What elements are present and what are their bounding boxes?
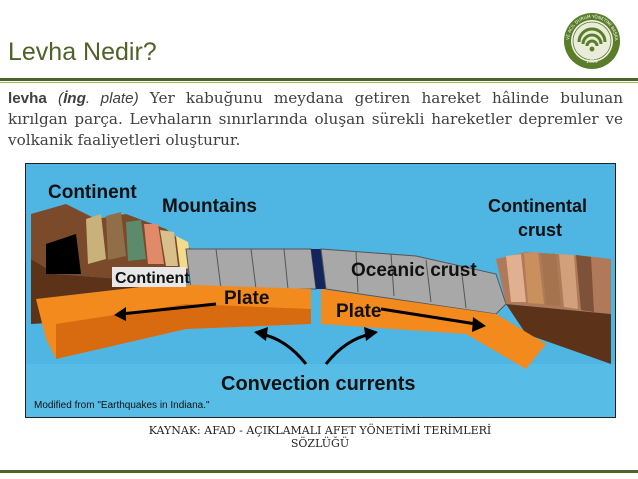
layer-7 (506, 254, 526, 302)
right-arrow-head (472, 317, 486, 332)
right-plate (321, 289, 546, 369)
crust-seam-1 (215, 248, 222, 290)
right-continent-side (506, 304, 611, 364)
convection-head-right (364, 327, 378, 341)
label-continent-top: Continent (48, 182, 137, 203)
logo-year: 2009 (586, 59, 598, 65)
layer-8 (524, 252, 544, 304)
label-crust: crust (518, 220, 562, 240)
oceanic-crust-left (185, 248, 317, 290)
left-arrow-head (114, 307, 126, 321)
layer-10 (559, 254, 578, 309)
label-convection: Convection currents (221, 373, 415, 395)
header-rule-thin (0, 82, 638, 83)
label-continent-inner: Continent (115, 270, 190, 287)
left-plate-arrow (120, 302, 217, 316)
continent-inner-label-bg (112, 267, 186, 287)
layer-4 (144, 224, 164, 264)
plate-tectonics-diagram: Continent Mountains Continental crust Co… (25, 163, 616, 418)
deep-rock (46, 234, 81, 274)
diagram-svg: Continent Mountains Continental crust Co… (26, 164, 615, 417)
term-origin: (İng. plate) (58, 90, 139, 107)
definition-paragraph: levha (İng. plate) Yer kabuğunu meydana … (8, 88, 623, 151)
label-oceanic-crust: Oceanic crust (351, 260, 477, 281)
origin-language: İng (63, 90, 86, 107)
crust-seam-2 (250, 248, 257, 290)
layer-5 (160, 230, 178, 266)
origin-open: ( (58, 90, 64, 107)
layer-11 (576, 255, 594, 312)
lower-water (26, 364, 615, 417)
convection-head-left (254, 327, 268, 341)
label-mountains: Mountains (162, 196, 257, 217)
footer-rule (0, 470, 638, 473)
header-rule (0, 78, 638, 81)
definition-text: Yer kabuğunu meydana getiren hareket hâl… (8, 89, 623, 149)
layer-3 (126, 220, 146, 261)
crust-seam-7 (460, 265, 467, 309)
source-caption: KAYNAK: AFAD - AÇIKLAMALI AFET YÖNETİMİ … (148, 424, 492, 450)
crust-seam-3 (283, 248, 289, 290)
label-plate-right: Plate (336, 301, 381, 322)
label-credit: Modified from "Earthquakes in Indiana." (34, 400, 210, 411)
crust-seam-4 (355, 251, 359, 293)
origin-word: . plate) (85, 90, 139, 107)
layer-1 (86, 214, 106, 264)
term-word: levha (8, 90, 47, 107)
slide-title: Levha Nedir? (8, 38, 157, 66)
layer-9 (541, 253, 561, 306)
right-plate-arrow (380, 307, 477, 326)
label-plate-left: Plate (224, 288, 269, 309)
crust-seam-6 (425, 259, 432, 303)
label-continental: Continental (488, 196, 587, 216)
layer-2 (106, 212, 126, 260)
afad-logo: AFET VE ACİL DURUM YÖNETİMİ BAŞKANLIĞI 2… (563, 12, 620, 69)
crust-seam-5 (390, 253, 395, 297)
